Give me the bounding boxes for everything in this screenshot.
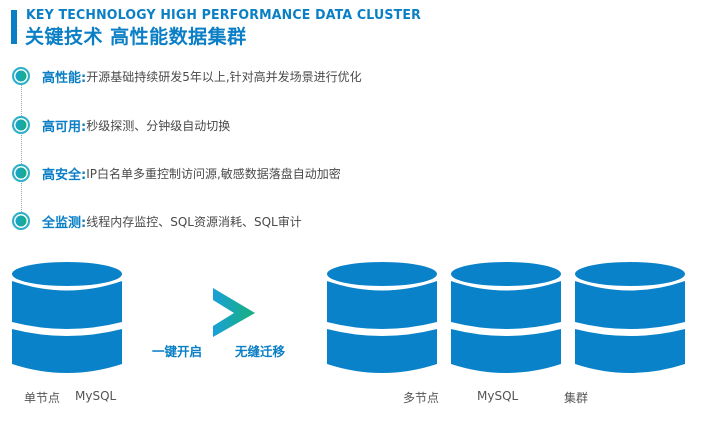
seamless-migration-label: 无缝迁移: [235, 344, 286, 359]
feature-title: 全监测:: [42, 215, 87, 231]
single-node-label: 单节点: [24, 391, 61, 405]
title-accent-bar: [11, 10, 17, 44]
cluster-mysql-label: MySQL: [477, 389, 519, 403]
cluster-label: 集群: [564, 391, 589, 405]
single-mysql-label: MySQL: [75, 389, 117, 403]
feature-item-performance: 高性能: 开源基础持续研发5年以上,针对高并发场景进行优化: [12, 66, 362, 86]
feature-title: 高性能:: [42, 70, 87, 86]
feature-description: IP白名单多重控制访问源,敏感数据落盘自动加密: [86, 166, 341, 181]
feature-title: 高安全:: [42, 167, 87, 183]
feature-item-monitoring: 全监测: 线程内存监控、SQL资源消耗、SQL审计: [12, 211, 302, 231]
one-click-enable-label: 一键开启: [152, 344, 203, 359]
timeline-connector: [21, 80, 22, 230]
multi-node-label: 多节点: [403, 391, 440, 405]
bullet-icon: [12, 212, 30, 230]
chevron-right-arrow-icon: [213, 288, 255, 337]
cluster-database-icon-1: [327, 262, 437, 373]
feature-description: 开源基础持续研发5年以上,针对高并发场景进行优化: [86, 69, 362, 84]
feature-title: 高可用:: [42, 119, 87, 135]
feature-description: 秒级探测、分钟级自动切换: [86, 118, 231, 133]
page-title: 关键技术 高性能数据集群: [25, 26, 247, 48]
feature-description: 线程内存监控、SQL资源消耗、SQL审计: [86, 214, 302, 229]
bullet-icon: [12, 67, 30, 85]
cluster-database-icon-2: [451, 262, 561, 373]
cluster-database-icon-3: [575, 262, 685, 373]
bullet-icon: [12, 164, 30, 182]
bullet-icon: [12, 116, 30, 134]
page-title-english: KEY TECHNOLOGY HIGH PERFORMANCE DATA CLU…: [26, 7, 421, 23]
feature-item-security: 高安全: IP白名单多重控制访问源,敏感数据落盘自动加密: [12, 163, 341, 183]
feature-item-availability: 高可用: 秒级探测、分钟级自动切换: [12, 115, 230, 135]
single-node-database-icon: [12, 262, 122, 373]
